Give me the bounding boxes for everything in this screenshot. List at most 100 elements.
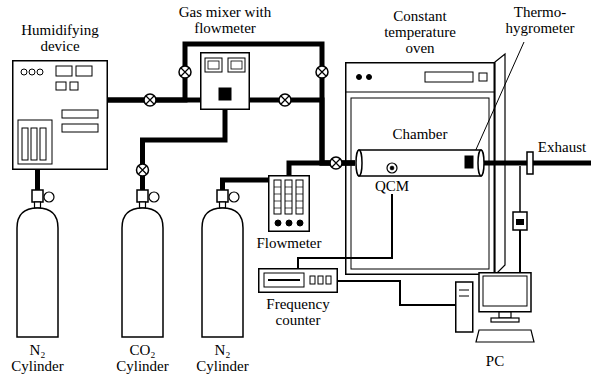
device-outline	[259, 269, 338, 293]
monitor-stand	[499, 312, 511, 318]
flowmeter: Flowmeter	[268, 175, 310, 232]
label-holder: Humidifying device	[10, 22, 110, 54]
scale-mark	[274, 194, 281, 195]
label-holder: CO₂ Cylinder	[112, 342, 174, 374]
node-label: CO₂ Cylinder	[112, 342, 174, 374]
pressure-gauge	[44, 192, 54, 202]
label-holder: Constant temperature oven	[368, 8, 472, 56]
indicator-lamp	[357, 75, 362, 80]
control-knob	[286, 220, 292, 226]
shape-outline	[258, 268, 338, 293]
node-label: N₂ Cylinder	[192, 342, 254, 374]
oven-box: Constant temperature ovenChamberQCM	[345, 62, 495, 275]
monitor-screen	[483, 276, 527, 306]
chamber-tube	[359, 150, 481, 176]
valve-symbol	[144, 94, 156, 106]
scale-mark	[285, 208, 292, 209]
display-window	[425, 72, 473, 82]
device-outline	[201, 53, 250, 110]
display-window	[228, 58, 245, 72]
scale-mark	[285, 194, 292, 195]
scale-mark	[296, 201, 303, 202]
panel-slot	[62, 110, 98, 118]
thermo-hygrometer-box	[513, 212, 527, 230]
scale-mark	[296, 208, 303, 209]
flow-tube	[296, 180, 303, 214]
control-button	[310, 276, 315, 284]
thermo-hygrometer-probe	[465, 156, 473, 168]
gas-cylinder: N₂ Cylinder	[15, 190, 60, 338]
drive-slot	[459, 296, 469, 297]
regulator	[217, 190, 228, 202]
shape-outline	[120, 190, 165, 338]
cylinder-neck	[140, 202, 146, 208]
node-label: Flowmeter	[251, 235, 327, 251]
control-knob	[219, 88, 231, 100]
shape-outline	[200, 190, 245, 338]
scale-mark	[285, 201, 292, 202]
part-label: Thermo-hygrometer	[500, 4, 580, 36]
pressure-gauge	[229, 192, 239, 202]
control-button	[56, 82, 66, 90]
tube-end	[478, 150, 484, 176]
scale-mark	[296, 187, 303, 188]
gas-pipe	[250, 100, 355, 163]
indicator-lamp	[37, 69, 43, 75]
indicator-lamp	[29, 69, 35, 75]
scale-mark	[274, 187, 281, 188]
pressure-gauge	[149, 192, 159, 202]
gas-cylinder: N₂ Cylinder	[200, 190, 245, 338]
gas-cylinder: CO₂ Cylinder	[120, 190, 165, 338]
oven-outline	[346, 63, 495, 275]
display-window	[205, 58, 222, 72]
control-button	[326, 276, 331, 284]
qcm-electrode	[390, 166, 394, 170]
scale-mark	[296, 194, 303, 195]
label-holder: Thermo-hygrometer	[500, 4, 580, 36]
cylinder-body	[202, 208, 243, 337]
control-button	[318, 276, 323, 284]
oven-window	[351, 98, 489, 269]
gas-mixer: Gas mixer with flowmeter	[200, 52, 250, 110]
shape-outline	[12, 60, 108, 170]
shape-outline	[200, 52, 250, 110]
control-knob	[297, 220, 303, 226]
node-label: PC	[475, 353, 515, 369]
label-holder: Chamber	[355, 126, 485, 142]
display-window	[264, 273, 304, 287]
indicator-lamp	[21, 69, 27, 75]
cylinder-body	[122, 208, 163, 337]
label-holder: Frequency counter	[256, 296, 340, 328]
device-outline	[269, 176, 310, 232]
water-bottle	[31, 128, 37, 160]
humidifier-device: Humidifying device	[12, 60, 108, 170]
control-button	[479, 73, 487, 81]
gas-pipe	[35, 170, 40, 190]
label-holder: Flowmeter	[251, 235, 327, 251]
signal-cable	[338, 281, 455, 305]
node-label: Frequency counter	[256, 296, 340, 328]
label-holder: N₂ Cylinder	[7, 342, 69, 374]
display-window	[76, 66, 92, 76]
display-digits	[208, 61, 219, 69]
flow-tube	[274, 180, 281, 214]
valve-symbol	[330, 157, 342, 169]
shape-outline	[268, 175, 310, 232]
node-label: Constant temperature oven	[368, 8, 472, 56]
label-holder: Exhaust	[536, 139, 588, 155]
scale-mark	[285, 187, 292, 188]
control-button	[70, 82, 78, 90]
shape-outline	[15, 190, 60, 338]
cylinder-neck	[35, 202, 41, 208]
gas-pipe	[143, 110, 226, 190]
pc: PC	[455, 272, 535, 350]
indicator-lamp	[367, 75, 372, 80]
part-label: Exhaust	[536, 139, 588, 155]
control-panel-edge	[345, 91, 495, 92]
display-window	[56, 66, 72, 76]
water-bottle	[22, 128, 28, 160]
scale-mark	[274, 208, 281, 209]
label-holder: N₂ Cylinder	[192, 342, 254, 374]
display-digits	[231, 61, 242, 69]
flow-tube	[285, 180, 292, 214]
